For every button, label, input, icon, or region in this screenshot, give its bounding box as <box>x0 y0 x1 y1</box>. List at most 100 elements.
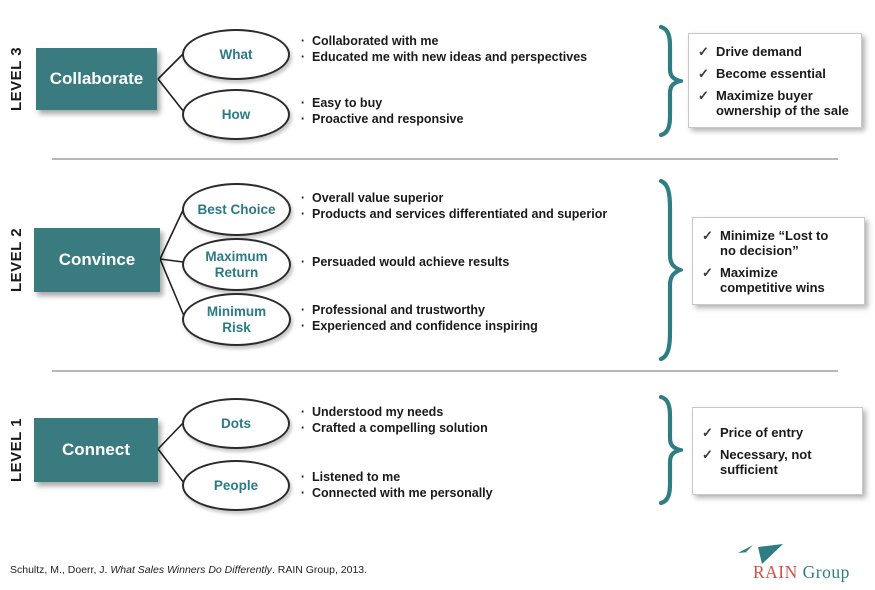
level-3-label: LEVEL 3 <box>8 46 25 112</box>
bullet-item: · Connected with me personally <box>300 485 493 501</box>
outcome-item: ✓ Maximize buyer ownership of the sale <box>698 88 861 118</box>
brace-level-3 <box>658 24 683 138</box>
bullet-item: ·Listened to me <box>300 469 493 485</box>
connect-box-label: Connect <box>62 440 130 459</box>
level-2-label: LEVEL 2 <box>8 227 25 293</box>
citation-publisher: . RAIN Group, 2013. <box>271 564 368 576</box>
citation: Schultz, M., Doerr, J. What Sales Winner… <box>10 564 367 576</box>
oval-best-choice-label: Best Choice <box>197 201 276 217</box>
bullet-icon: · <box>300 421 306 435</box>
outcome-item: ✓Become essential <box>698 66 861 81</box>
oval-what-label: What <box>219 46 253 62</box>
bullet-item: · Proactive and responsive <box>300 111 464 127</box>
bullet-text: Persuaded would achieve results <box>312 255 510 269</box>
bullet-text: Overall value superior <box>312 191 444 205</box>
bullet-item: · Overall value superior <box>300 190 607 206</box>
bullet-item: · Crafted a compelling solution <box>300 420 488 436</box>
bullet-item: · Persuaded would achieve results <box>300 254 509 270</box>
bullet-text: Easy to buy <box>312 96 383 110</box>
outcome-text: Necessary, not sufficient <box>720 447 812 477</box>
bullet-text: Experienced and confidence inspiring <box>312 319 538 333</box>
oval-minimum-risk-label: Minimum Risk <box>206 303 267 335</box>
check-icon: ✓ <box>698 65 709 81</box>
rain-group-logo-text: RAIN Group <box>753 562 850 583</box>
convince-box: Convince <box>34 228 160 292</box>
oval-maximum-return: Maximum Return <box>182 238 291 291</box>
check-icon: ✓ <box>702 425 713 440</box>
minimum-risk-bullet-list: · Professional and trustworthy ·Experienc… <box>300 302 538 334</box>
section-divider <box>52 370 838 372</box>
bullet-text: Proactive and responsive <box>312 112 464 126</box>
citation-title: What Sales Winners Do Differently <box>110 564 272 576</box>
what-bullet-list: · Collaborated with me · Educated me with … <box>300 33 587 65</box>
maximum-return-bullet-list: · Persuaded would achieve results <box>300 254 509 270</box>
oval-dots: Dots <box>182 398 290 449</box>
outcome-text: Maximize buyer ownership of the sale <box>716 87 849 118</box>
outcome-item: ✓ Minimize “Lost to no decision” <box>702 228 864 258</box>
outcome-item: ✓ Price of entry <box>702 425 862 440</box>
bullet-icon: · <box>300 96 306 110</box>
bullet-item: · Products and services differentiated an… <box>300 206 607 222</box>
oval-dots-label: Dots <box>221 415 251 431</box>
outcome-text: Maximize competitive wins <box>720 264 825 295</box>
oval-how: How <box>182 89 290 140</box>
brace-level-2 <box>658 178 683 362</box>
outcome-item: ✓Drive demand <box>698 44 861 59</box>
bullet-item: · Easy to buy <box>300 95 463 111</box>
citation-authors: Schultz, M., Doerr, J. <box>10 564 111 576</box>
bullet-item: · Educated me with new ideas and perspect… <box>300 49 587 65</box>
bullet-text: Understood my needs <box>312 405 444 419</box>
dots-bullet-list: · Understood my needs · Crafted a compelli… <box>300 404 488 436</box>
rain-group-logo: RAIN Group <box>733 541 868 586</box>
rain-group-logo-icon <box>738 544 783 564</box>
section-divider <box>52 158 838 160</box>
collaborate-box: Collaborate <box>36 48 157 110</box>
oval-best-choice: Best Choice <box>182 183 291 236</box>
oval-how-label: How <box>221 106 251 122</box>
bullet-icon: · <box>300 207 306 221</box>
bullet-icon: · <box>300 112 306 126</box>
bullet-item: · Professional and trustworthy <box>300 302 538 318</box>
bullet-icon: · <box>300 50 306 64</box>
oval-minimum-risk: Minimum Risk <box>182 293 291 346</box>
outcome-text: Price of entry <box>720 425 804 440</box>
outcome-text: Minimize “Lost to no decision” <box>720 227 829 258</box>
outcome-item: ✓Maximize competitive wins <box>702 265 864 295</box>
logo-rain-word: RAIN <box>753 562 798 582</box>
bullet-icon: · <box>300 255 306 269</box>
level-1-outcomes-box: ✓ Price of entry ✓ Necessary, not sufficie… <box>692 407 863 495</box>
check-icon: ✓ <box>702 227 713 243</box>
convince-box-label: Convince <box>58 250 136 269</box>
bullet-text: Crafted a compelling solution <box>312 421 488 435</box>
bullet-icon: · <box>300 303 306 317</box>
oval-what: What <box>182 29 290 80</box>
bullet-text: Collaborated with me <box>312 34 439 48</box>
level-1-label: LEVEL 1 <box>8 417 25 483</box>
bullet-text: Professional and trustworthy <box>312 303 485 317</box>
bullet-icon: · <box>300 34 306 48</box>
brace-level-1 <box>658 394 683 506</box>
bullet-text: Connected with me personally <box>312 486 493 500</box>
best-choice-bullet-list: · Overall value superior · Products and se… <box>300 190 607 222</box>
level-3-outcomes-box: ✓Drive demand ✓Become essential ✓ Maximiz… <box>688 33 862 128</box>
bullet-icon: · <box>300 405 306 419</box>
people-bullet-list: ·Listened to me · Connected with me perso… <box>300 469 493 501</box>
bullet-text: Products and services differentiated and… <box>312 207 608 221</box>
how-bullet-list: · Easy to buy · Proactive and responsive <box>300 95 464 127</box>
logo-group-word: Group <box>802 562 850 582</box>
collaborate-box-label: Collaborate <box>49 69 144 88</box>
bullet-icon: · <box>300 191 306 205</box>
level-2-outcomes-box: ✓ Minimize “Lost to no decision” ✓Maximiz… <box>692 217 865 305</box>
bullet-text: Educated me with new ideas and perspecti… <box>312 50 588 64</box>
connect-box: Connect <box>34 418 158 482</box>
check-icon: ✓ <box>698 87 709 103</box>
check-icon: ✓ <box>698 43 709 59</box>
oval-people-label: People <box>213 477 259 493</box>
bullet-item: · Collaborated with me <box>300 33 587 49</box>
bullet-item: · Understood my needs <box>300 404 488 420</box>
bullet-icon: · <box>300 470 306 484</box>
bullet-item: ·Experienced and confidence inspiring <box>300 318 538 334</box>
bullet-icon: · <box>300 486 306 500</box>
